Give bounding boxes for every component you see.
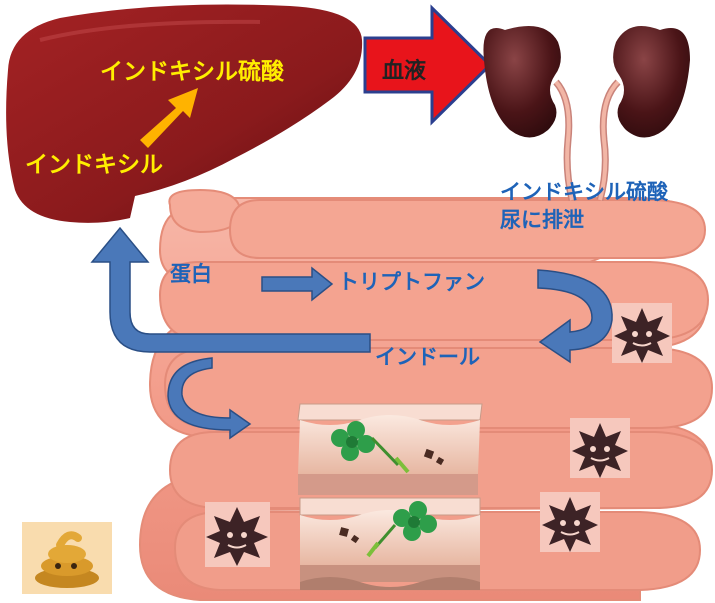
bacteria-icon [540,492,600,552]
blood-label: 血液 [382,53,426,85]
excretion-label-line2: 尿に排泄 [500,204,584,234]
kidney-icon [483,26,572,200]
poop-icon [22,522,112,594]
liver-product-label: インドキシル硫酸 [100,52,284,86]
tryptophan-label: トリプトファン [338,266,485,296]
protein-label: 蛋白 [170,258,212,288]
indole-label: インドール [375,341,480,371]
liver-source-label: インドキシル [25,145,163,179]
excretion-label-line1: インドキシル硫酸 [500,176,668,206]
bacteria-icon [570,418,630,478]
bacteria-icon [612,303,672,363]
bacteria-icon [205,502,270,567]
kidney-icon [600,26,690,200]
